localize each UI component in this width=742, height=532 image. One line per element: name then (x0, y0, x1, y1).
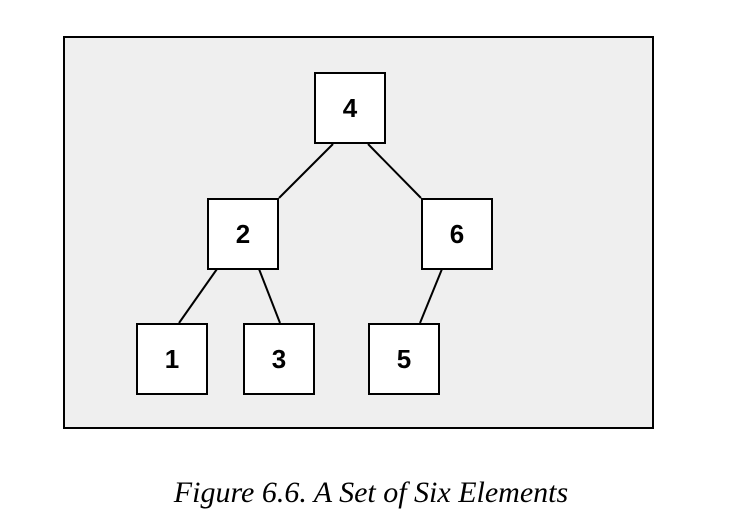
edge-4-6 (367, 143, 422, 199)
edge-6-5 (419, 268, 443, 324)
tree-node-3: 3 (243, 323, 315, 395)
tree-node-4: 4 (314, 72, 386, 144)
tree-node-5: 5 (368, 323, 440, 395)
edge-2-3 (258, 268, 281, 324)
edge-2-1 (178, 268, 218, 324)
edge-4-2 (278, 143, 334, 199)
figure-caption: Figure 6.6. A Set of Six Elements (173, 476, 569, 509)
tree-node-2: 2 (207, 198, 279, 270)
tree-node-6: 6 (421, 198, 493, 270)
tree-node-1: 1 (136, 323, 208, 395)
